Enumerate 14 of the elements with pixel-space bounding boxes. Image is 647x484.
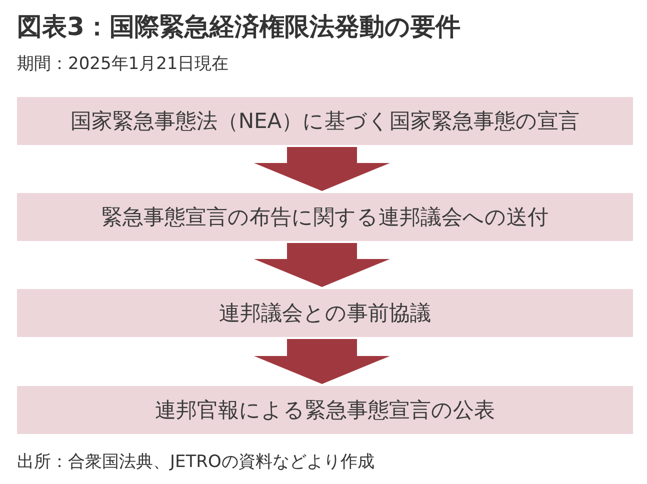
step-text: 連邦官報による緊急事態宣言の公表	[155, 397, 495, 424]
process-box	[17, 289, 633, 337]
arrow	[254, 147, 390, 191]
title: 図表3：国際緊急経済権限法発動の要件	[17, 11, 460, 43]
arrow	[254, 339, 390, 384]
process-box	[17, 386, 633, 434]
process-box	[17, 97, 633, 145]
step-text: 国家緊急事態法（NEA）に基づく国家緊急事態の宣言	[70, 108, 580, 135]
arrow	[254, 243, 390, 287]
step-text: 連邦議会との事前協議	[219, 300, 431, 327]
source-note: 出所：合衆国法典、JETROの資料などより作成	[17, 451, 374, 473]
step-text: 緊急事態宣言の布告に関する連邦議会への送付	[102, 204, 548, 231]
process-box	[17, 193, 633, 241]
period-note: 期間：2025年1月21日現在	[17, 53, 229, 75]
